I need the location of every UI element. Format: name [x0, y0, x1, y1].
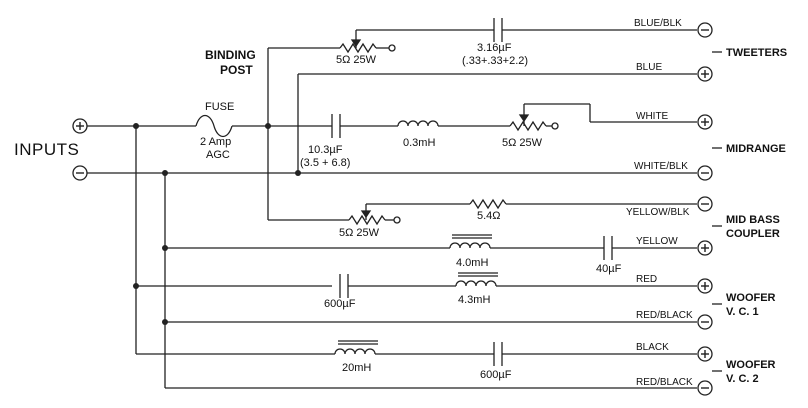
woofer2-label-2: V. C. 2 [726, 373, 759, 385]
woofer-vc2-branch: 20mH 600µF [334, 340, 697, 381]
midrange-cap-detail: (3.5 + 6.8) [300, 157, 350, 169]
fuse: FUSE 2 Amp AGC [200, 101, 234, 161]
woofer1-cap-label: 600µF [324, 298, 356, 310]
woofer1-label-1: WOOFER [726, 292, 776, 304]
tweeter-positive-terminal [697, 66, 713, 82]
woofer1-positive-terminal [697, 278, 713, 294]
wire-white-blk: WHITE/BLK [634, 161, 688, 172]
woofer-vc1-branch: 600µF 4.3mH [324, 272, 697, 310]
mid-bass-pot-label: 5Ω 25W [339, 227, 380, 239]
fuse-rating-1: 2 Amp [200, 136, 231, 148]
midrange-inductor-label: 0.3mH [403, 137, 435, 149]
tweeter-branch: 5Ω 25W 3.16µF (.33+.33+2.2) [267, 18, 697, 173]
tweeter-cap-label: 3.16µF [477, 42, 512, 54]
mid-bass-resistor-label: 5.4Ω [477, 210, 501, 222]
wire-red-black-2: RED/BLACK [636, 377, 693, 388]
wire-red: RED [636, 274, 657, 285]
wire-black: BLACK [636, 342, 669, 353]
positive-bus [87, 114, 335, 355]
binding-post-label-1: BINDING [205, 48, 256, 62]
wire-blue: BLUE [636, 62, 662, 73]
woofer1-label-2: V. C. 1 [726, 306, 759, 318]
wire-red-black-1: RED/BLACK [636, 310, 693, 321]
midrange-branch: 10.3µF (3.5 + 6.8) 0.3mH 5Ω 25W [300, 103, 697, 169]
mid-bass-cap-label: 40µF [596, 263, 622, 275]
woofer1-inductor-label: 4.3mH [458, 294, 490, 306]
tweeter-pot-label: 5Ω 25W [336, 54, 377, 66]
output-terminals [697, 22, 713, 396]
input-positive-terminal [72, 118, 88, 134]
midrange-positive-terminal [697, 114, 713, 130]
midrange-pot-label: 5Ω 25W [502, 137, 543, 149]
woofer2-positive-terminal [697, 346, 713, 362]
speaker-labels: TWEETERS MIDRANGE MID BASS COUPLER WOOFE… [712, 47, 787, 385]
input-negative-terminal [72, 165, 88, 181]
inputs-label: INPUTS [14, 140, 79, 159]
wire-color-labels: BLUE/BLK BLUE WHITE WHITE/BLK YELLOW/BLK… [626, 18, 693, 388]
fuse-rating-2: AGC [206, 149, 230, 161]
mid-bass-positive-terminal [697, 240, 713, 256]
woofer2-label-1: WOOFER [726, 359, 776, 371]
mid-bass-label-2: COUPLER [726, 228, 780, 240]
woofer2-cap-label: 600µF [480, 369, 512, 381]
negative-bus [87, 172, 697, 389]
woofer2-negative-terminal [697, 380, 713, 396]
fuse-label: FUSE [205, 101, 234, 113]
tweeter-negative-terminal [697, 22, 713, 38]
tweeter-cap-detail: (.33+.33+2.2) [462, 55, 528, 67]
woofer2-inductor-label: 20mH [342, 362, 371, 374]
wire-yellow-blk: YELLOW/BLK [626, 207, 690, 218]
midrange-cap-label: 10.3µF [308, 144, 343, 156]
midrange-label: MIDRANGE [726, 143, 786, 155]
tweeters-label: TWEETERS [726, 47, 787, 59]
woofer1-negative-terminal [697, 314, 713, 330]
mid-bass-branch: 5Ω 25W 5.4Ω 4.0mH 40µF [267, 126, 697, 275]
binding-post-label-2: POST [220, 63, 253, 77]
mid-bass-inductor-label: 4.0mH [456, 257, 488, 269]
wire-yellow: YELLOW [636, 236, 678, 247]
wire-blue-blk: BLUE/BLK [634, 18, 682, 29]
mid-bass-negative-terminal [697, 196, 713, 212]
midrange-negative-terminal [697, 165, 713, 181]
mid-bass-label-1: MID BASS [726, 214, 780, 226]
wire-white: WHITE [636, 111, 669, 122]
